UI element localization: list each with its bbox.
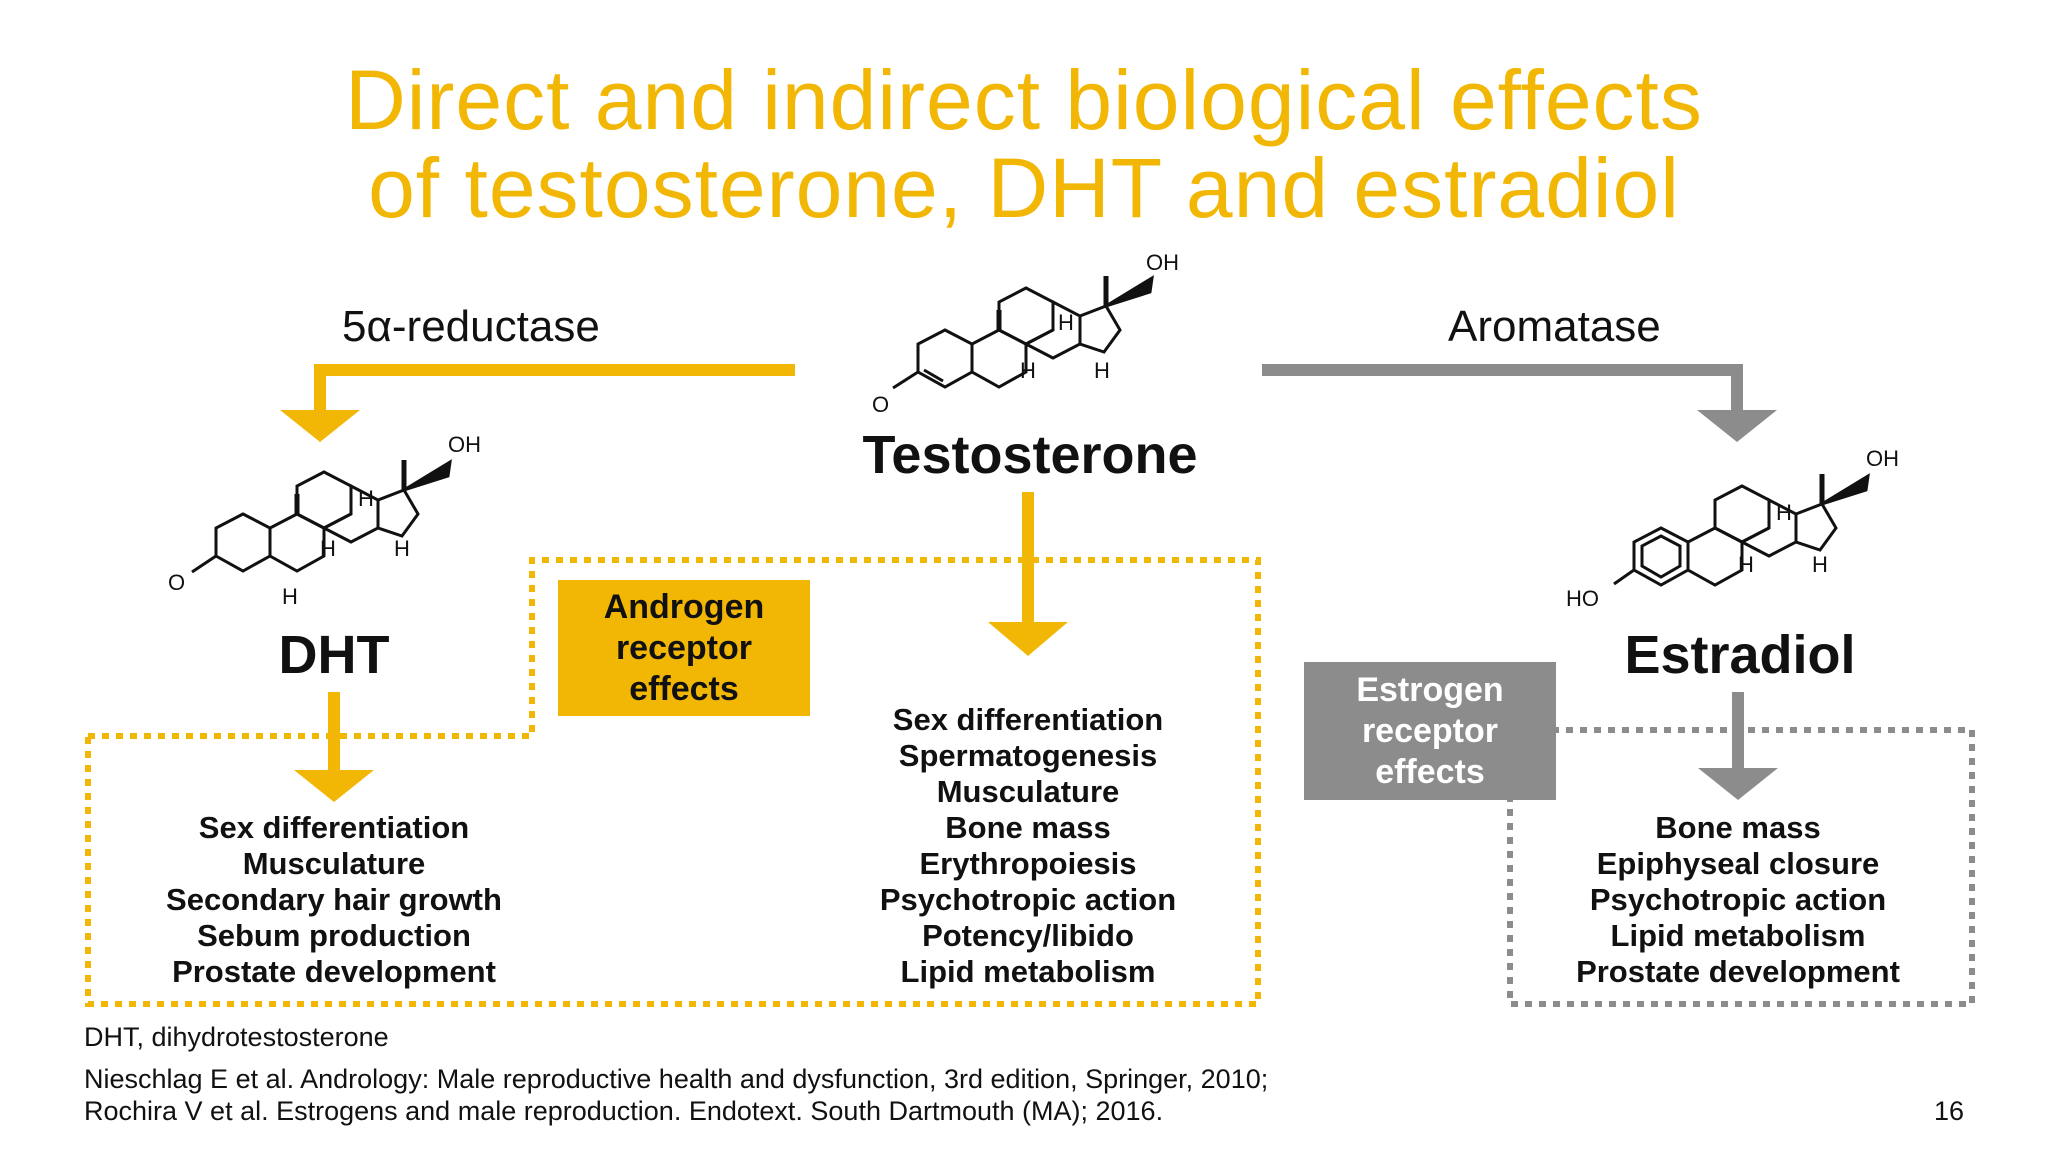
- testosterone-h3: H: [1094, 358, 1110, 383]
- testosterone-effect-item: Erythropoiesis: [919, 846, 1137, 881]
- title-line-2: of testosterone, DHT and estradiol: [368, 141, 1680, 235]
- testosterone-effect-item: Musculature: [936, 774, 1120, 809]
- dht-o: O: [168, 570, 185, 595]
- reference-2: Rochira V et al. Estrogens and male repr…: [84, 1096, 1164, 1126]
- estradiol-effect-item: Bone mass: [1655, 810, 1821, 845]
- aromatase-arrow: [1262, 364, 1777, 442]
- testosterone-structure: [892, 275, 1154, 390]
- dht-effect-item: Sebum production: [197, 918, 471, 953]
- testosterone-oh: OH: [1146, 250, 1179, 275]
- estradiol-structure: [1613, 473, 1870, 587]
- dht-effect-item: Prostate development: [172, 954, 496, 989]
- androgen-effects-region: [85, 557, 1261, 1007]
- dht-down-arrow: [294, 692, 374, 802]
- estradiol-down-arrow: [1698, 692, 1778, 800]
- testosterone-label: Testosterone: [862, 425, 1198, 485]
- testosterone-effect-item: Sex differentiation: [892, 702, 1164, 737]
- footnote-abbreviation: DHT, dihydrotestosterone: [84, 1022, 389, 1052]
- testosterone-effect-item: Bone mass: [945, 810, 1111, 845]
- dht-effect-item: Secondary hair growth: [166, 882, 502, 917]
- androgen-receptor-badge: Androgen receptor effects: [558, 580, 810, 716]
- dht-label: DHT: [278, 625, 390, 685]
- reductase-arrow: [280, 364, 795, 442]
- dht-h3: H: [394, 536, 410, 561]
- dht-structure: [191, 459, 452, 574]
- dht-h2: H: [320, 536, 336, 561]
- estradiol-effect-item: Psychotropic action: [1589, 882, 1887, 917]
- testosterone-effect-item: Potency/libido: [922, 918, 1134, 953]
- testosterone-effect-item: Lipid metabolism: [900, 954, 1156, 989]
- enzyme-aromatase: Aromatase: [1448, 302, 1661, 351]
- estradiol-h1: H: [1776, 500, 1792, 525]
- estradiol-h3: H: [1812, 552, 1828, 577]
- estradiol-h2: H: [1738, 552, 1754, 577]
- testosterone-effect-item: Psychotropic action: [879, 882, 1177, 917]
- testosterone-h1: H: [1058, 310, 1074, 335]
- dht-effect-item: Sex differentiation: [198, 810, 470, 845]
- testosterone-effect-item: Spermatogenesis: [898, 738, 1158, 773]
- dht-effect-item: Musculature: [242, 846, 426, 881]
- estradiol-ho: HO: [1566, 586, 1599, 611]
- estradiol-effect-item: Prostate development: [1576, 954, 1900, 989]
- estrogen-effects-region: [1507, 727, 1975, 1007]
- title-line-1: Direct and indirect biological effects: [345, 53, 1703, 147]
- enzyme-5a-reductase: 5α-reductase: [342, 302, 600, 351]
- estradiol-effect-item: Epiphyseal closure: [1596, 846, 1880, 881]
- testosterone-o: O: [872, 392, 889, 417]
- testosterone-down-arrow: [988, 492, 1068, 656]
- dht-h1: H: [358, 486, 374, 511]
- estradiol-oh: OH: [1866, 446, 1899, 471]
- estradiol-label: Estradiol: [1624, 625, 1856, 685]
- testosterone-h2: H: [1020, 358, 1036, 383]
- estradiol-effect-item: Lipid metabolism: [1610, 918, 1866, 953]
- reference-1: Nieschlag E et al. Andrology: Male repro…: [84, 1064, 1269, 1094]
- dht-h4: H: [282, 584, 298, 609]
- estrogen-receptor-badge: Estrogen receptor effects: [1304, 662, 1556, 800]
- dht-oh: OH: [448, 432, 481, 457]
- page-number: 16: [1934, 1096, 1965, 1126]
